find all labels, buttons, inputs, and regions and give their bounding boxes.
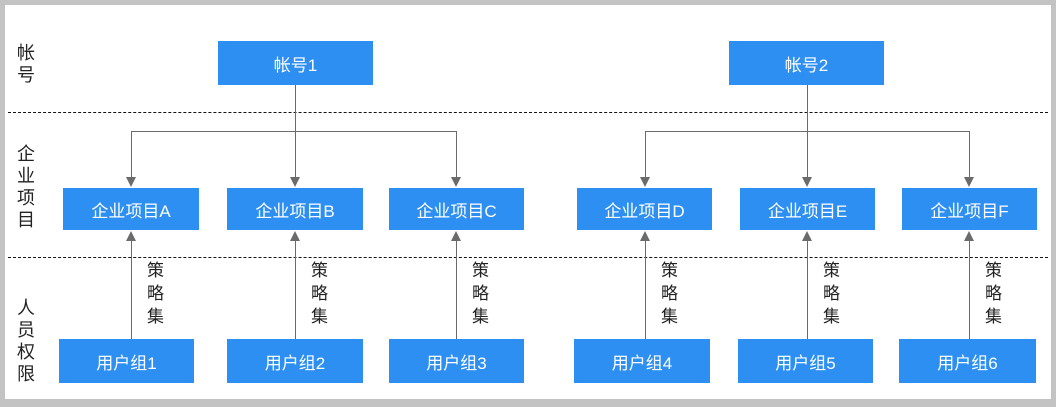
arrowhead-up-project-a-icon <box>126 231 136 241</box>
arrowhead-down-project-c-icon <box>451 177 461 187</box>
project-box-c: 企业项目C <box>389 188 524 230</box>
connector-group6-project-f <box>969 241 970 339</box>
arrowhead-down-project-f-icon <box>964 177 974 187</box>
project-box-a: 企业项目A <box>63 188 199 230</box>
policy-set-label-2: 策略集 <box>308 261 327 330</box>
connector-branch-project-a <box>131 131 132 178</box>
policy-set-label-3: 策略集 <box>469 261 488 330</box>
arrowhead-up-project-c-icon <box>451 231 461 241</box>
user-group-box-4: 用户组4 <box>574 339 710 383</box>
policy-set-label-6: 策略集 <box>982 261 1001 330</box>
row-label-enterprise-project: 企业项目 <box>15 144 35 232</box>
row-divider-accounts-projects <box>8 112 1048 113</box>
policy-set-label-1: 策略集 <box>144 261 163 330</box>
connector-group5-project-e <box>807 241 808 339</box>
policy-set-label-4: 策略集 <box>658 261 677 330</box>
user-group-box-6: 用户组6 <box>899 339 1036 383</box>
connector-group2-project-b <box>295 241 296 339</box>
user-group-box-2: 用户组2 <box>227 339 363 383</box>
arrowhead-up-project-d-icon <box>640 231 650 241</box>
connector-branch-project-c <box>456 131 457 178</box>
policy-set-label-5: 策略集 <box>820 261 839 330</box>
connector-group1-project-a <box>131 241 132 339</box>
row-label-account: 帐号 <box>15 43 35 87</box>
connector-group4-project-d <box>645 241 646 339</box>
arrowhead-up-project-e-icon <box>802 231 812 241</box>
arrowhead-down-project-a-icon <box>126 177 136 187</box>
connector-account2-rail <box>645 131 970 132</box>
user-group-box-1: 用户组1 <box>59 339 194 383</box>
connector-branch-project-f <box>969 131 970 178</box>
row-divider-projects-permissions <box>8 257 1048 258</box>
project-box-e: 企业项目E <box>740 188 875 230</box>
connector-branch-project-d <box>645 131 646 178</box>
project-box-b: 企业项目B <box>227 188 363 230</box>
project-box-f: 企业项目F <box>902 188 1037 230</box>
arrowhead-up-project-b-icon <box>290 231 300 241</box>
user-group-box-3: 用户组3 <box>389 339 524 383</box>
connector-group3-project-c <box>456 241 457 339</box>
connector-account1-rail <box>131 131 457 132</box>
arrowhead-up-project-f-icon <box>964 231 974 241</box>
arrowhead-down-project-e-icon <box>802 177 812 187</box>
arrowhead-down-project-d-icon <box>640 177 650 187</box>
project-box-d: 企业项目D <box>577 188 712 230</box>
account-box-2: 帐号2 <box>729 41 884 85</box>
arrowhead-down-project-b-icon <box>290 177 300 187</box>
account-box-1: 帐号1 <box>218 41 373 85</box>
row-label-user-permission: 人员权限 <box>15 298 35 386</box>
user-group-box-5: 用户组5 <box>738 339 873 383</box>
